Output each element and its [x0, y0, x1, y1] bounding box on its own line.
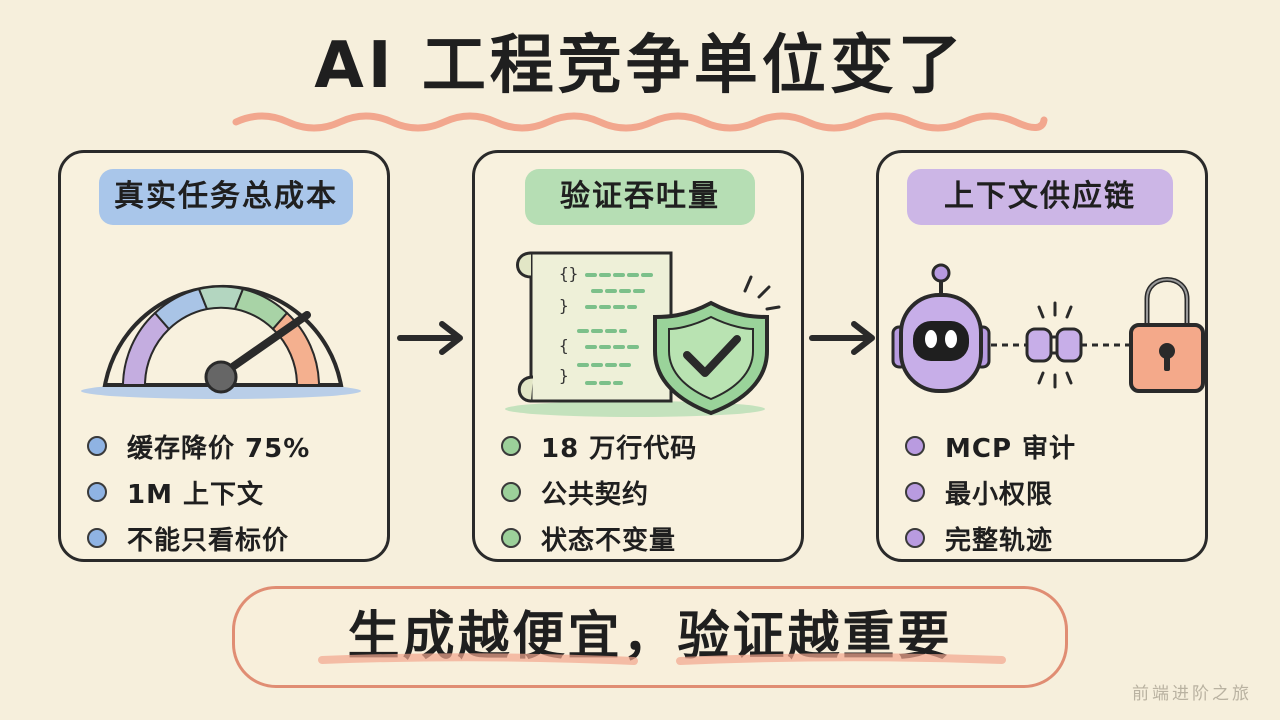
svg-text:}: } — [559, 296, 569, 315]
bullet-dot — [501, 482, 521, 502]
right-arrow-icon — [809, 321, 875, 355]
list-item: MCP 审计 — [905, 423, 1076, 469]
highlight-underline — [318, 653, 638, 665]
svg-text:{: { — [559, 336, 569, 355]
title-underline-squiggle — [232, 112, 1048, 132]
bullet-dot — [87, 482, 107, 502]
page-title: AI 工程竞争单位变了 — [314, 29, 966, 103]
list-item: 状态不变量 — [501, 515, 697, 561]
bullet-dot — [87, 436, 107, 456]
bullet-dot — [905, 528, 925, 548]
bullet-list: 缓存降价 75% 1M 上下文 不能只看标价 — [87, 423, 310, 561]
card-heading: 验证吞吐量 — [525, 169, 755, 225]
cost-card: 真实任务总成本 缓存降价 75% 1M 上下文 不能只看标价 — [58, 150, 390, 562]
bullet-dot — [501, 436, 521, 456]
verification-card: 验证吞吐量 {} } { } 18 万行代码 公共契约 状态不变量 — [472, 150, 804, 562]
robot-plug-lock-icon — [891, 263, 1205, 393]
card-heading: 真实任务总成本 — [99, 169, 353, 225]
list-item: 完整轨迹 — [905, 515, 1076, 561]
code-scroll-with-shield-check-icon: {} } { } — [505, 251, 781, 417]
speedometer-gauge-icon — [81, 284, 361, 399]
list-item: 1M 上下文 — [87, 469, 310, 515]
right-arrow-icon — [397, 321, 463, 355]
list-item: 缓存降价 75% — [87, 423, 310, 469]
list-item: 18 万行代码 — [501, 423, 697, 469]
svg-text:}: } — [559, 366, 569, 385]
list-item: 不能只看标价 — [87, 515, 310, 561]
watermark: 前端进阶之旅 — [1132, 684, 1252, 704]
bullet-dot — [87, 528, 107, 548]
svg-text:{}: {} — [559, 264, 578, 283]
card-heading: 上下文供应链 — [907, 169, 1173, 225]
list-item: 公共契约 — [501, 469, 697, 515]
bullet-dot — [501, 528, 521, 548]
highlight-underline — [676, 653, 1006, 665]
bullet-list: 18 万行代码 公共契约 状态不变量 — [501, 423, 697, 561]
context-supply-chain-card: 上下文供应链 — [876, 150, 1208, 562]
bullet-dot — [905, 482, 925, 502]
bottom-banner: 生成越便宜，验证越重要 — [232, 586, 1068, 688]
bullet-dot — [905, 436, 925, 456]
list-item: 最小权限 — [905, 469, 1076, 515]
bullet-list: MCP 审计 最小权限 完整轨迹 — [905, 423, 1076, 561]
